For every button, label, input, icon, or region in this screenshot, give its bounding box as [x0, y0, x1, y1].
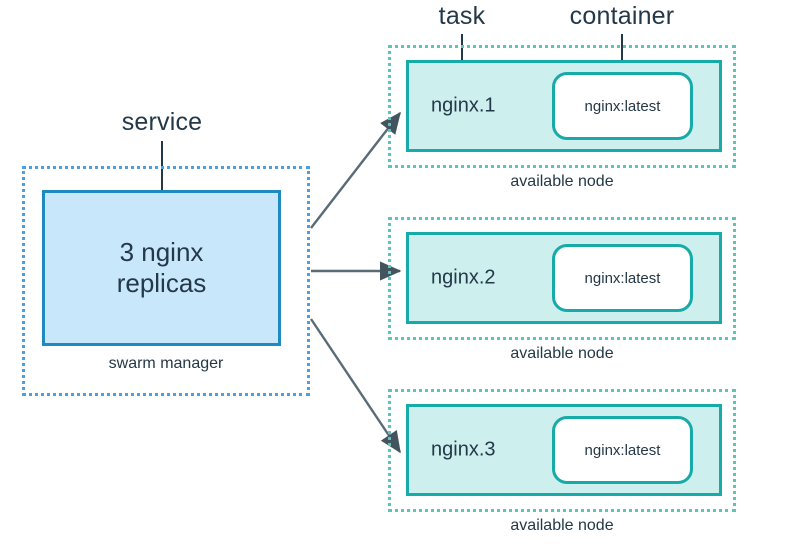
task-box-3[interactable]: nginx.3 nginx:latest — [406, 404, 722, 496]
annotation-service: service — [121, 108, 203, 136]
annotation-task: task — [438, 2, 486, 30]
node-caption-2: available node — [510, 345, 614, 362]
node-caption-3: available node — [510, 517, 614, 534]
task-label-1: nginx.1 — [431, 94, 496, 117]
swarm-manager-group — [22, 166, 310, 396]
container-box-3[interactable]: nginx:latest — [552, 416, 693, 484]
container-box-1[interactable]: nginx:latest — [552, 72, 693, 140]
service-box-label-line1: 3 nginx — [119, 237, 204, 268]
task-label-3: nginx.3 — [431, 438, 496, 461]
node-caption-1: available node — [510, 173, 614, 190]
edge-service-to-task-3 — [310, 318, 401, 454]
node-outline-1 — [388, 45, 736, 168]
node-outline-3 — [388, 389, 736, 512]
swarm-manager-caption: swarm manager — [108, 355, 224, 372]
container-label-1: nginx:latest — [584, 97, 661, 115]
node-outline-2 — [388, 217, 736, 340]
container-label-3: nginx:latest — [584, 441, 661, 459]
annotation-container: container — [569, 2, 675, 30]
service-box-label: 3 nginx replicas — [117, 237, 207, 298]
container-label-2: nginx:latest — [584, 269, 661, 287]
task-label-2: nginx.2 — [431, 266, 496, 289]
edge-service-to-task-1 — [310, 111, 401, 229]
container-box-2[interactable]: nginx:latest — [552, 244, 693, 312]
task-box-1[interactable]: nginx.1 nginx:latest — [406, 60, 722, 152]
service-box[interactable]: 3 nginx replicas — [42, 190, 281, 346]
task-box-2[interactable]: nginx.2 nginx:latest — [406, 232, 722, 324]
service-box-label-line2: replicas — [116, 268, 207, 298]
